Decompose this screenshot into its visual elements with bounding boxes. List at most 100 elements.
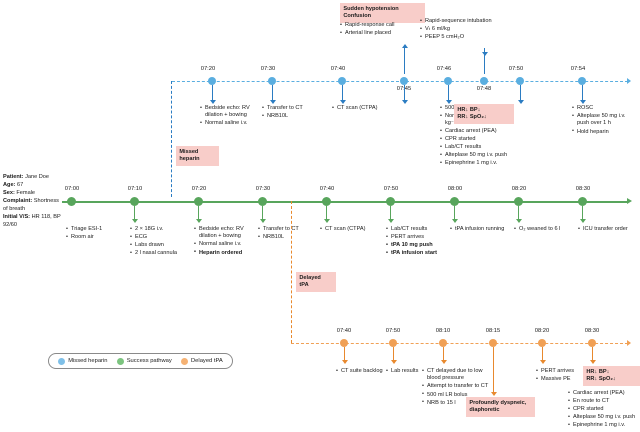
success-pathway-time-0740: 07:40 (319, 186, 335, 192)
success-pathway-events-0800: tPA infusion running (450, 226, 508, 234)
list-item: Transfer to CT (258, 226, 318, 234)
success-pathway-events-0830: ICU transfer order (578, 226, 634, 234)
delayed-tpa-time-0815: 08:15 (485, 328, 501, 334)
delayed-tpa-time-0820: 08:20 (534, 328, 550, 334)
patient-value-age: 67 (17, 181, 24, 188)
list-item: PEEP 5 cmH₂O (420, 34, 504, 42)
missed-heparin-stem-0745b (403, 85, 406, 101)
missed-heparin-node-0720[interactable] (208, 77, 216, 85)
delayed-tpa-time-0830: 08:30 (584, 328, 600, 334)
success-pathway-events-0730: Transfer to CT NRB10L (258, 226, 318, 242)
list-item: NRB to 15 l (422, 399, 494, 407)
annotation-delayed-tpa: Delayed tPA (296, 272, 336, 292)
annotation-delayed-tpa-line1: Delayed (299, 274, 321, 281)
annotation-delayed-tpa-line2: tPA (299, 281, 309, 288)
delayed-tpa-node-0830[interactable] (588, 339, 596, 347)
list-item: Bedside echo: RV dilation + bowing (194, 226, 256, 241)
list-item: Cardiac arrest (PEA) (568, 390, 640, 398)
list-item: Triage ESI-1 (66, 226, 122, 234)
success-pathway-time-0730: 07:30 (255, 186, 271, 192)
banner-profoundly-dyspneic: Profoundly dyspneic, diaphoretic (466, 397, 535, 417)
banner-vitals-dt-line1: HR↓ BP↓ (586, 368, 610, 375)
delayed-tpa-events-0740: CT suite backlog (336, 368, 384, 376)
success-pathway-node-0720[interactable] (194, 197, 203, 206)
missed-heparin-node-0730[interactable] (268, 77, 276, 85)
patient-value-sex: Female (16, 189, 36, 196)
list-item: Cardiac arrest (PEA) (440, 128, 548, 136)
delayed-tpa-node-0810[interactable] (439, 339, 447, 347)
missed-heparin-stemcap-0754 (579, 100, 586, 104)
missed-heparin-node-0748[interactable] (480, 77, 488, 85)
legend-dot-success-pathway-icon (116, 357, 124, 365)
missed-heparin-node-0750[interactable] (516, 77, 524, 85)
success-pathway-node-0820[interactable] (514, 197, 523, 206)
missed-heparin-node-0745[interactable] (400, 77, 408, 85)
success-pathway-events-0820: O₂ weaned to 6 l (514, 226, 568, 234)
delayed-tpa-stemcap-0820 (539, 360, 546, 364)
list-item: Epinephrine 1 mg i.v. (568, 422, 640, 430)
list-item: ICU transfer order (578, 226, 634, 234)
legend-item-missed-heparin[interactable]: Missed heparin (58, 357, 108, 365)
missed-heparin-events-0748: Rapid-sequence intubation Vₜ 6 ml/kg PEE… (420, 18, 504, 42)
patient-label-age: Age: (3, 181, 16, 188)
banner-vitals-line2: RR↓ SpO₂↓ (457, 113, 487, 120)
legend: Missed heparin Success pathway Delayed t… (48, 353, 233, 369)
success-pathway-node-0740[interactable] (322, 197, 331, 206)
success-pathway-node-0750[interactable] (386, 197, 395, 206)
legend-label-success-pathway: Success pathway (126, 358, 172, 364)
success-pathway-node-0800[interactable] (450, 197, 459, 206)
delayed-tpa-stemcap-0750 (390, 360, 397, 364)
missed-heparin-branch-riser (171, 81, 172, 197)
list-item: CT suite backlog (336, 368, 384, 376)
success-pathway-node-0700[interactable] (67, 197, 76, 206)
missed-heparin-stem-0720 (211, 85, 214, 101)
success-pathway-arrowhead (627, 198, 632, 204)
missed-heparin-stemcap-0730 (269, 100, 276, 104)
patient-row: Complaint: Shortness of breath (3, 198, 65, 214)
missed-heparin-events-0730: Transfer to CT NRB10L (262, 105, 324, 121)
banner-sudden-hypotension: Sudden hypotension Confusion (340, 3, 425, 23)
missed-heparin-node-0754[interactable] (578, 77, 586, 85)
success-pathway-node-0710[interactable] (130, 197, 139, 206)
banner-dyspneic-line2: diaphoretic (469, 406, 500, 413)
patient-info-card: Patient: Jane Doe Age: 67 Sex: Female Co… (3, 174, 65, 230)
delayed-tpa-node-0820[interactable] (538, 339, 546, 347)
legend-item-delayed-tpa[interactable]: Delayed tPA (180, 357, 223, 365)
missed-heparin-stem-0730 (271, 85, 274, 101)
success-pathway-time-0820: 08:20 (511, 186, 527, 192)
success-pathway-node-0830[interactable] (578, 197, 587, 206)
delayed-tpa-node-0815[interactable] (489, 339, 497, 347)
patient-row: Patient: Jane Doe (3, 174, 65, 182)
list-item: CT scan (CTPA) (320, 226, 380, 234)
missed-heparin-node-0740[interactable] (338, 77, 346, 85)
success-pathway-stem-0750 (390, 206, 392, 220)
success-pathway-stem-0830 (582, 206, 584, 220)
list-item: Alteplase 50 mg i.v. push (440, 152, 548, 160)
success-pathway-stemcap-0750 (387, 219, 394, 223)
delayed-tpa-axis (291, 343, 628, 344)
delayed-tpa-node-0740[interactable] (340, 339, 348, 347)
success-pathway-node-0730[interactable] (258, 197, 267, 206)
missed-heparin-time-0730: 07:30 (260, 66, 276, 72)
list-item: 2 × 18G i.v. (130, 226, 186, 234)
missed-heparin-node-0746[interactable] (444, 77, 452, 85)
list-item: Labs drawn (130, 242, 186, 250)
delayed-tpa-node-0750[interactable] (389, 339, 397, 347)
list-item: Transfer to CT (262, 105, 324, 113)
list-item: PERT arrives (536, 368, 582, 376)
list-item: CT delayed due to low blood pressure (422, 368, 494, 383)
patient-value-patient: Jane Doe (25, 174, 50, 180)
annotation-missed-heparin-line2: heparin (179, 155, 200, 162)
list-item: Lab/CT results (386, 226, 448, 234)
list-item: Rapid-sequence intubation (420, 18, 504, 26)
missed-heparin-stemcap-0745b (401, 100, 408, 104)
missed-heparin-events-0750: Cardiac arrest (PEA) CPR started Lab/CT … (440, 128, 548, 168)
delayed-tpa-stemcap-0810 (440, 360, 447, 364)
success-pathway-events-0740: CT scan (CTPA) (320, 226, 380, 234)
success-pathway-stemcap-0830 (579, 219, 586, 223)
legend-item-success-pathway[interactable]: Success pathway (116, 357, 172, 365)
success-pathway-stem-0740 (326, 206, 328, 220)
delayed-tpa-time-0740: 07:40 (336, 328, 352, 334)
success-pathway-time-0830: 08:30 (575, 186, 591, 192)
